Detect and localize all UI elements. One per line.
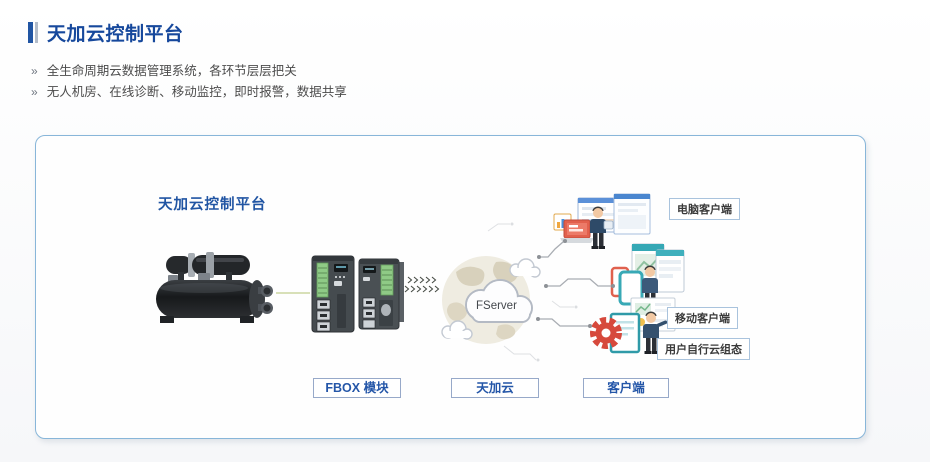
cloud-globe-icon: FServer [441, 256, 541, 344]
chiller-unit-icon [156, 252, 273, 323]
feature-list: » 全生命周期云数据管理系统，各环节层层把关 » 无人机房、在线诊断、移动监控，… [31, 61, 347, 103]
stage-label-fbox: FBOX 模块 [313, 378, 401, 398]
fbox-controller-icon [311, 255, 404, 333]
diagram-platform-label: 天加云控制平台 [158, 197, 267, 213]
user-config-label: 用户自行云组态 [657, 338, 750, 360]
gear-config-icon [590, 297, 676, 354]
section-header: 天加云控制平台 [28, 19, 184, 46]
cloud-server-label: FServer [476, 300, 517, 312]
mobile-client-label: 移动客户端 [667, 307, 738, 329]
pc-client-label: 电脑客户端 [669, 198, 740, 220]
feature-text: 全生命周期云数据管理系统，各环节层层把关 [46, 64, 297, 78]
stage-label-client: 客户端 [583, 378, 669, 398]
bullet-marker-icon: » [31, 85, 38, 99]
page-title: 天加云控制平台 [47, 24, 184, 45]
bullet-marker-icon: » [31, 64, 38, 78]
feature-item: » 无人机房、在线诊断、移动监控，即时报警，数据共享 [31, 82, 347, 103]
pc-client-icon [553, 193, 651, 249]
stage-label-cloud: 天加云 [451, 378, 539, 398]
feature-item: » 全生命周期云数据管理系统，各环节层层把关 [31, 61, 347, 82]
feature-text: 无人机房、在线诊断、移动监控，即时报警，数据共享 [46, 85, 347, 99]
title-accent-bar-icon [28, 22, 33, 43]
architecture-diagram-panel: 天加云控制平台 [35, 135, 866, 439]
title-accent-bar2-icon [35, 22, 38, 43]
